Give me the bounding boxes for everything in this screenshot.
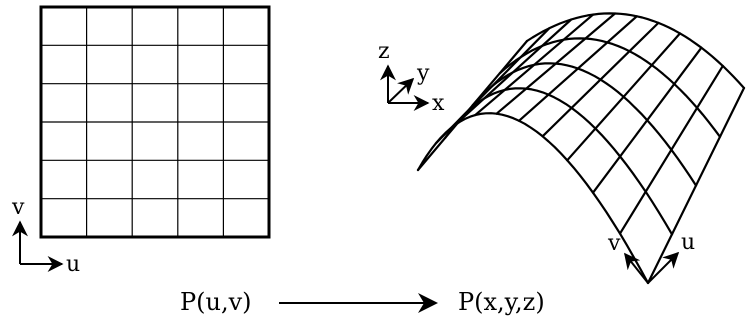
from-label: P(u,v) [180,288,252,316]
surface-arch-curve [471,62,698,187]
surface-ruling-line [517,15,638,122]
u-axis-label: u [66,252,80,277]
surface-ruling-line [434,27,551,145]
surface-v-arrow [624,252,649,284]
surface-ruling-line [495,12,617,115]
surface-ruling-line [646,86,746,285]
surface-ruling-line [541,21,660,138]
surface-ruling-line [474,13,595,117]
to-label: P(x,y,z) [458,288,545,316]
z-axis-label: z [378,39,390,64]
surface-v-label: v [607,231,621,256]
parameter-grid-lines [41,7,269,237]
surface-arch-curve [416,112,650,285]
surface-uv-indicator: v u [607,230,695,284]
uv-axes-indicator: v u [11,195,80,277]
xyz-axes-indicator: z y x [378,39,445,116]
v-axis-label: v [11,195,25,220]
surface-ruling-line [566,32,682,162]
x-axis-label: x [432,91,445,116]
parameter-domain [39,5,271,239]
surface-u-arrow [647,251,680,284]
surface-ruling-line [591,46,703,194]
parameter-domain-border [39,5,271,239]
surface-ruling-line [618,64,724,235]
curved-surface [416,12,746,285]
surface-arch-curve [525,12,746,90]
surface-ruling-line [453,18,573,127]
y-axis-arrow [387,77,415,104]
y-axis-label: y [416,61,430,86]
surface-u-label: u [681,230,695,255]
mapping-caption: P(u,v) P(x,y,z) [180,288,545,316]
